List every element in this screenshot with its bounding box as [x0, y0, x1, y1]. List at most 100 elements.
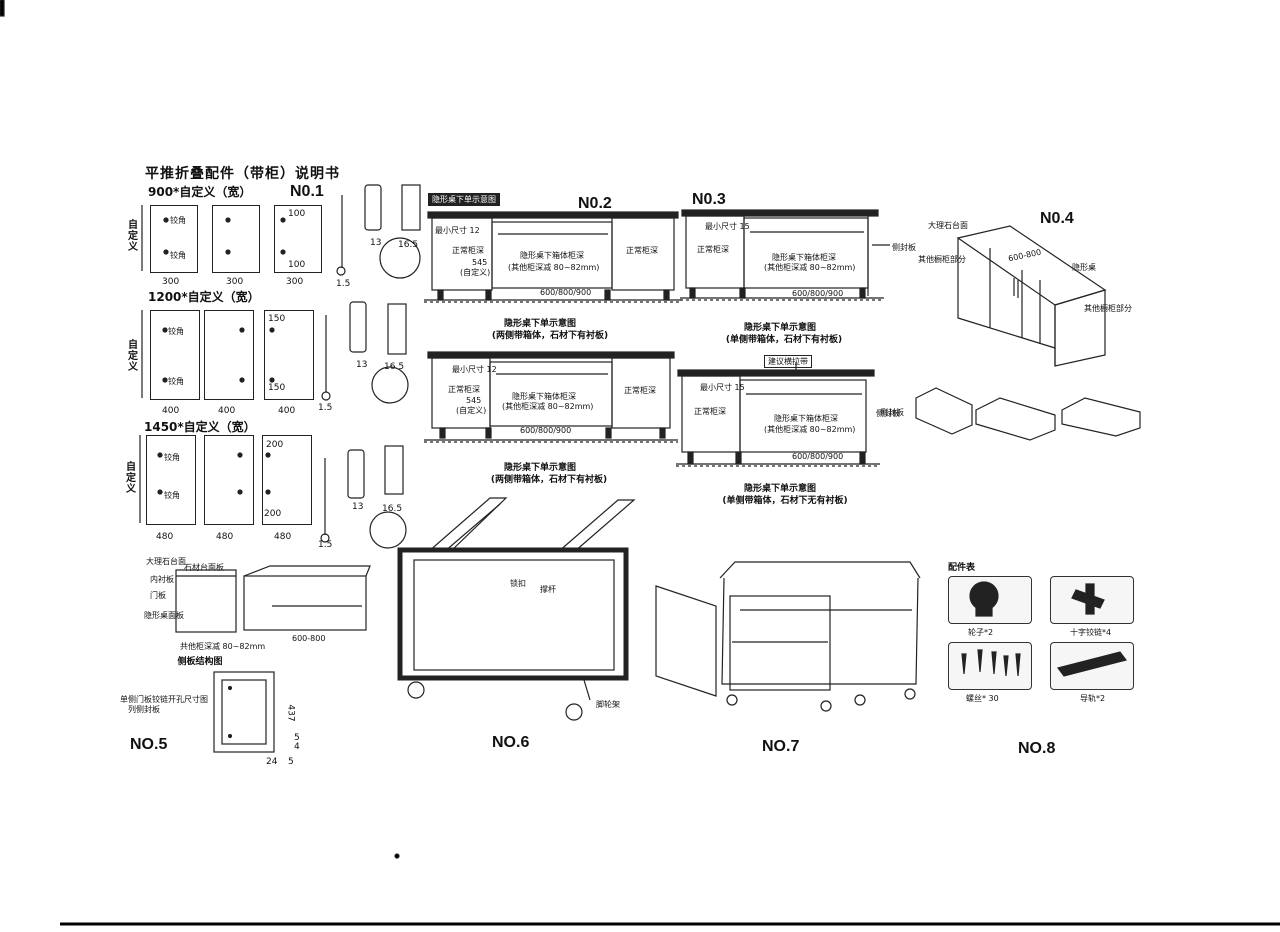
hinge-label: 铰角 [164, 491, 180, 500]
scan-dot [394, 853, 400, 859]
side-board: 侧封板 [880, 408, 904, 417]
normal-depth: 正常柜深 [694, 407, 726, 416]
no1-width: 300 [226, 277, 244, 287]
part-name: 螺丝* 30 [966, 694, 999, 703]
no1-panel [274, 205, 322, 273]
no2-sub-1: (两侧带箱体，石材下有衬板) [491, 331, 609, 341]
custom-label: (自定义) [456, 406, 487, 415]
box-note: (其他柜深减 80~82mm) [502, 402, 594, 411]
no1-mark: 200 [266, 440, 284, 450]
page-title: 平推折叠配件（带柜）说明书 [145, 166, 340, 182]
no1-mark: 150 [268, 383, 286, 393]
no1-panel [204, 310, 254, 400]
detail-dim: 1.5 [318, 403, 333, 413]
detail-dim: 1.5 [336, 279, 351, 289]
span-label: 600/800/900 [792, 452, 844, 461]
no6-label: NO.6 [492, 734, 530, 751]
no3-caption-2: 隐形桌下单示意图 [743, 484, 816, 494]
no1-width: 480 [274, 532, 292, 542]
no3-sub-2: (单侧带箱体，石材下无有衬板) [722, 496, 848, 506]
no2-label: N0.2 [578, 195, 612, 212]
no4-top-label: 大理石台面 [928, 221, 968, 230]
no2-sub-2: (两侧带箱体，石材下有衬板) [490, 475, 608, 485]
box-depth: 隐形桌下箱体柜深 [520, 251, 584, 260]
no1-mark: 100 [288, 260, 306, 270]
no1-mark: 150 [268, 314, 286, 324]
no5-depth-note: 共他柜深减 80~82mm [180, 642, 266, 651]
no5-dim: 5 [294, 733, 300, 743]
min-size: 最小尺寸 12 [435, 226, 480, 235]
no1-panel [262, 435, 312, 525]
no8-heading: 配件表 [948, 563, 976, 573]
side-board: 侧封板 [892, 243, 916, 252]
normal-depth: 正常柜深 [626, 246, 658, 255]
no4-label: N0.4 [1040, 210, 1074, 227]
no3-sub-1: (单侧带箱体，石材下有衬板) [725, 335, 843, 345]
no5-dim: 4 [294, 742, 300, 752]
no4-hidden-label: 隐形桌 [1072, 263, 1096, 272]
depth-545: 545 [466, 396, 482, 405]
no1-width: 400 [162, 406, 180, 416]
no2-caption-1: 隐形桌下单示意图 [503, 319, 576, 329]
no5-caption-2: 单侧门板铰链开孔尺寸图 [120, 695, 208, 704]
box-note: (其他柜深减 80~82mm) [764, 425, 856, 434]
no6-buckle: 锁扣 [510, 579, 526, 588]
no1-mark: 200 [264, 509, 282, 519]
no1-width: 400 [218, 406, 236, 416]
no2-banner: 隐形桌下单示意图 [428, 193, 500, 206]
no2-caption-2: 隐形桌下单示意图 [503, 463, 576, 473]
hinge-label: 铰角 [170, 216, 186, 225]
no4-side-board: 侧封板 [876, 409, 900, 418]
normal-depth: 正常柜深 [448, 385, 480, 394]
no1-mark: 100 [288, 209, 306, 219]
no5-label-stone: 石材台面板 [184, 563, 224, 572]
box-depth: 隐形桌下箱体柜深 [772, 253, 836, 262]
no1-label: N0.1 [290, 183, 324, 200]
no1-panel [146, 435, 196, 525]
no5-label-lining: 内衬板 [150, 575, 174, 584]
normal-depth: 正常柜深 [452, 246, 484, 255]
no1-panel [204, 435, 254, 525]
no1-heading-900: 900*自定义（宽） [148, 185, 252, 199]
no8-label: NO.8 [1018, 740, 1056, 757]
no1-side-label-2: 自定义 [128, 340, 138, 373]
no1-side-label-1: 自定义 [128, 220, 138, 253]
no5-label-marble: 大理石台面 [146, 557, 186, 566]
part-name: 导轨*2 [1080, 694, 1106, 703]
no1-panel [150, 310, 200, 400]
no5-label-panel: 隐形桌面板 [144, 611, 184, 620]
box-depth: 隐形桌下箱体柜深 [512, 392, 576, 401]
detail-dim: 1.5 [318, 540, 333, 550]
no6-foot: 脚轮架 [596, 700, 620, 709]
detail-dim: 16.5 [398, 240, 419, 250]
no1-panel [264, 310, 314, 400]
min-size: 最小尺寸 15 [700, 383, 745, 392]
scan-mark [0, 0, 5, 17]
detail-dim: 13 [352, 502, 364, 512]
no5-caption-1: 侧板结构图 [177, 657, 223, 667]
detail-dim: 13 [356, 360, 368, 370]
no1-heading-1200: 1200*自定义（宽） [148, 290, 260, 304]
no7-label: NO.7 [762, 738, 800, 755]
part-name: 轮子*2 [968, 628, 994, 637]
no1-width: 300 [162, 277, 180, 287]
box-note: (其他柜深减 80~82mm) [764, 263, 856, 272]
detail-dim: 16.5 [382, 504, 403, 514]
no1-width: 300 [286, 277, 304, 287]
no1-panel [212, 205, 260, 273]
box-depth: 隐形桌下箱体柜深 [774, 414, 838, 423]
no5-dim: 5 [288, 757, 294, 767]
no3-caption-1: 隐形桌下单示意图 [743, 323, 816, 333]
no4-other-2: 其他橱柜部分 [1084, 304, 1132, 313]
no1-side-label-3: 自定义 [126, 462, 136, 495]
hinge-label: 铰角 [168, 377, 184, 386]
min-size: 最小尺寸 15 [705, 222, 750, 231]
pull-strip: 建议横拉带 [764, 355, 812, 368]
box-note: (其他柜深减 80~82mm) [508, 263, 600, 272]
part-name: 十字铰链*4 [1070, 628, 1112, 637]
hinge-label: 铰角 [170, 251, 186, 260]
no1-width: 480 [156, 532, 174, 542]
detail-dim: 13 [370, 238, 382, 248]
no1-panel [150, 205, 198, 273]
no1-width: 480 [216, 532, 234, 542]
